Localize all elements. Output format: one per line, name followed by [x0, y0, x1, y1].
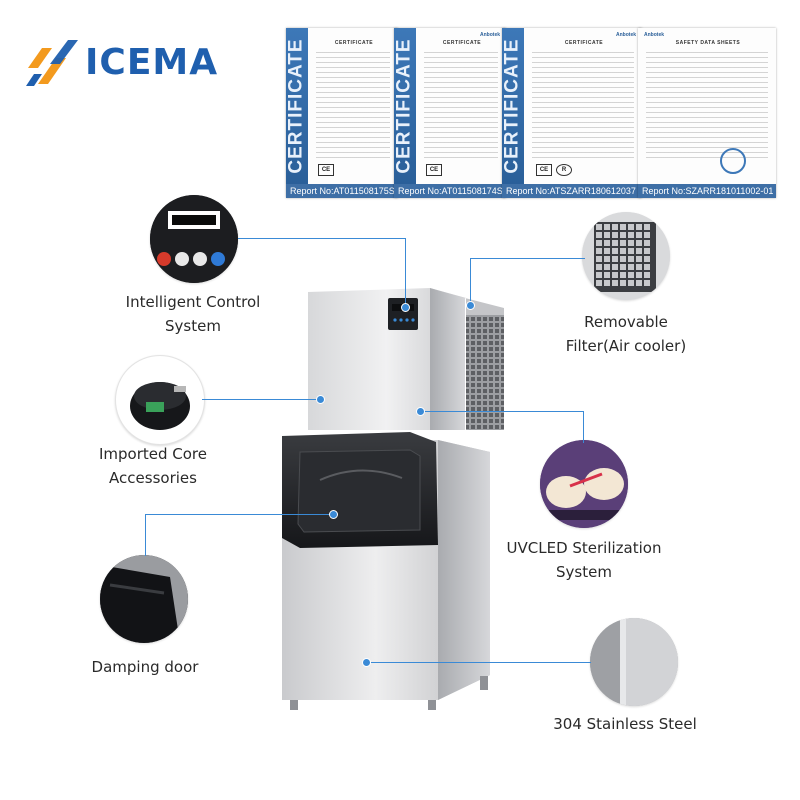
ce-mark-icon: CE	[426, 164, 442, 176]
certificate-side-text: CERTIFICATE	[286, 38, 308, 174]
stainless-steel-icon	[590, 618, 678, 706]
steel-bubble	[590, 618, 678, 706]
control-panel-icon	[150, 195, 238, 283]
certificate-report-no: Report No:AT011508175S	[286, 184, 398, 198]
uvc-light-icon	[540, 440, 628, 528]
ice-machine-illustration	[282, 288, 504, 710]
certificate-side-text: CERTIFICATE	[502, 38, 524, 174]
connector-line	[405, 238, 406, 306]
connector-line	[470, 258, 585, 259]
certificate-side-text: CERTIFICATE	[394, 38, 416, 174]
feature-label-steel: 304 Stainless Steel	[553, 715, 697, 733]
certificate-title: SAFETY DATA SHEETS	[675, 40, 741, 46]
connector-line	[145, 514, 146, 556]
connector-line	[470, 258, 471, 304]
compressor-icon	[130, 382, 190, 430]
damping-door-icon	[100, 555, 188, 643]
lab-logo-icon: Anbotek	[480, 32, 500, 38]
logo-mark-icon	[26, 40, 78, 86]
certificate-card: CERTIFICATE CERTIFICATE CE Report No:AT0…	[286, 28, 398, 198]
connector-dot	[316, 395, 325, 404]
filter-bubble	[582, 212, 670, 300]
ce-mark-icon: CE	[318, 164, 334, 176]
lab-logo-icon: Anbotek	[644, 32, 664, 38]
certificate-report-no: Report No:SZARR181011002-01	[638, 184, 776, 198]
feature-label-uvc: UVCLED Sterilization System	[506, 539, 662, 581]
connector-line	[202, 399, 320, 400]
certificate-card: CERTIFICATE CERTIFICATE Anbotek CE R Rep…	[502, 28, 642, 198]
certificate-card: CERTIFICATE CERTIFICATE Anbotek CE Repor…	[394, 28, 506, 198]
connector-line	[366, 662, 591, 663]
feature-label-filter: Removable Filter(Air cooler)	[565, 313, 687, 355]
uvc-bubble	[540, 440, 628, 528]
lab-logo-icon: Anbotek	[616, 32, 636, 38]
certificate-strip: CERTIFICATE CERTIFICATE CE Report No:AT0…	[286, 28, 776, 198]
connector-line	[420, 411, 584, 412]
approval-stamp-icon	[720, 148, 746, 174]
certificate-title: CERTIFICATE	[564, 40, 604, 46]
feature-label-door: Damping door	[91, 658, 199, 676]
connector-dot	[329, 510, 338, 519]
feature-label-core: Imported Core Accessories	[98, 445, 208, 487]
brand-logo: ICEMA	[22, 38, 252, 90]
certificate-report-no: Report No:ATSZARR180612037	[502, 184, 642, 198]
brand-name: ICEMA	[85, 42, 219, 83]
connector-line	[145, 514, 333, 515]
certificate-card: SAFETY DATA SHEETS Anbotek Report No:SZA…	[638, 28, 776, 198]
connector-dot	[401, 303, 410, 312]
certificate-title: CERTIFICATE	[334, 40, 374, 46]
feature-label-control: Intelligent Control System	[125, 293, 261, 335]
connector-dot	[466, 301, 475, 310]
certificate-title: CERTIFICATE	[442, 40, 482, 46]
door-bubble	[100, 555, 188, 643]
compressor-bubble	[115, 355, 205, 445]
connector-dot	[416, 407, 425, 416]
connector-line	[238, 238, 406, 239]
rohs-mark-icon: R	[556, 164, 572, 176]
certificate-report-no: Report No:AT011508174S	[394, 184, 506, 198]
connector-dot	[362, 658, 371, 667]
air-filter-icon	[582, 212, 670, 300]
control-panel-bubble	[150, 195, 238, 283]
ce-mark-icon: CE	[536, 164, 552, 176]
connector-line	[583, 411, 584, 443]
